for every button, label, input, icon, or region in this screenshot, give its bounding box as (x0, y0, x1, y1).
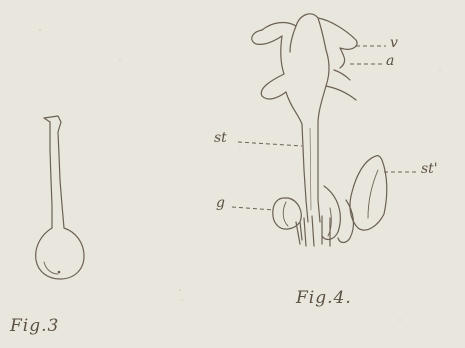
label-st: st (214, 131, 227, 145)
fig4-caption: Fig.4. (296, 290, 352, 307)
leader-st (238, 142, 302, 146)
paper-specks (39, 29, 441, 321)
fig4-drawing (252, 14, 387, 246)
fig3-drawing (36, 116, 84, 279)
label-v: v (390, 36, 398, 50)
fig3-caption: Fig.3 (10, 318, 59, 335)
leader-lines (232, 46, 418, 210)
leader-g (232, 207, 274, 210)
label-g: g (216, 196, 225, 210)
label-a: a (386, 54, 394, 68)
label-st-prime: st' (421, 162, 438, 176)
